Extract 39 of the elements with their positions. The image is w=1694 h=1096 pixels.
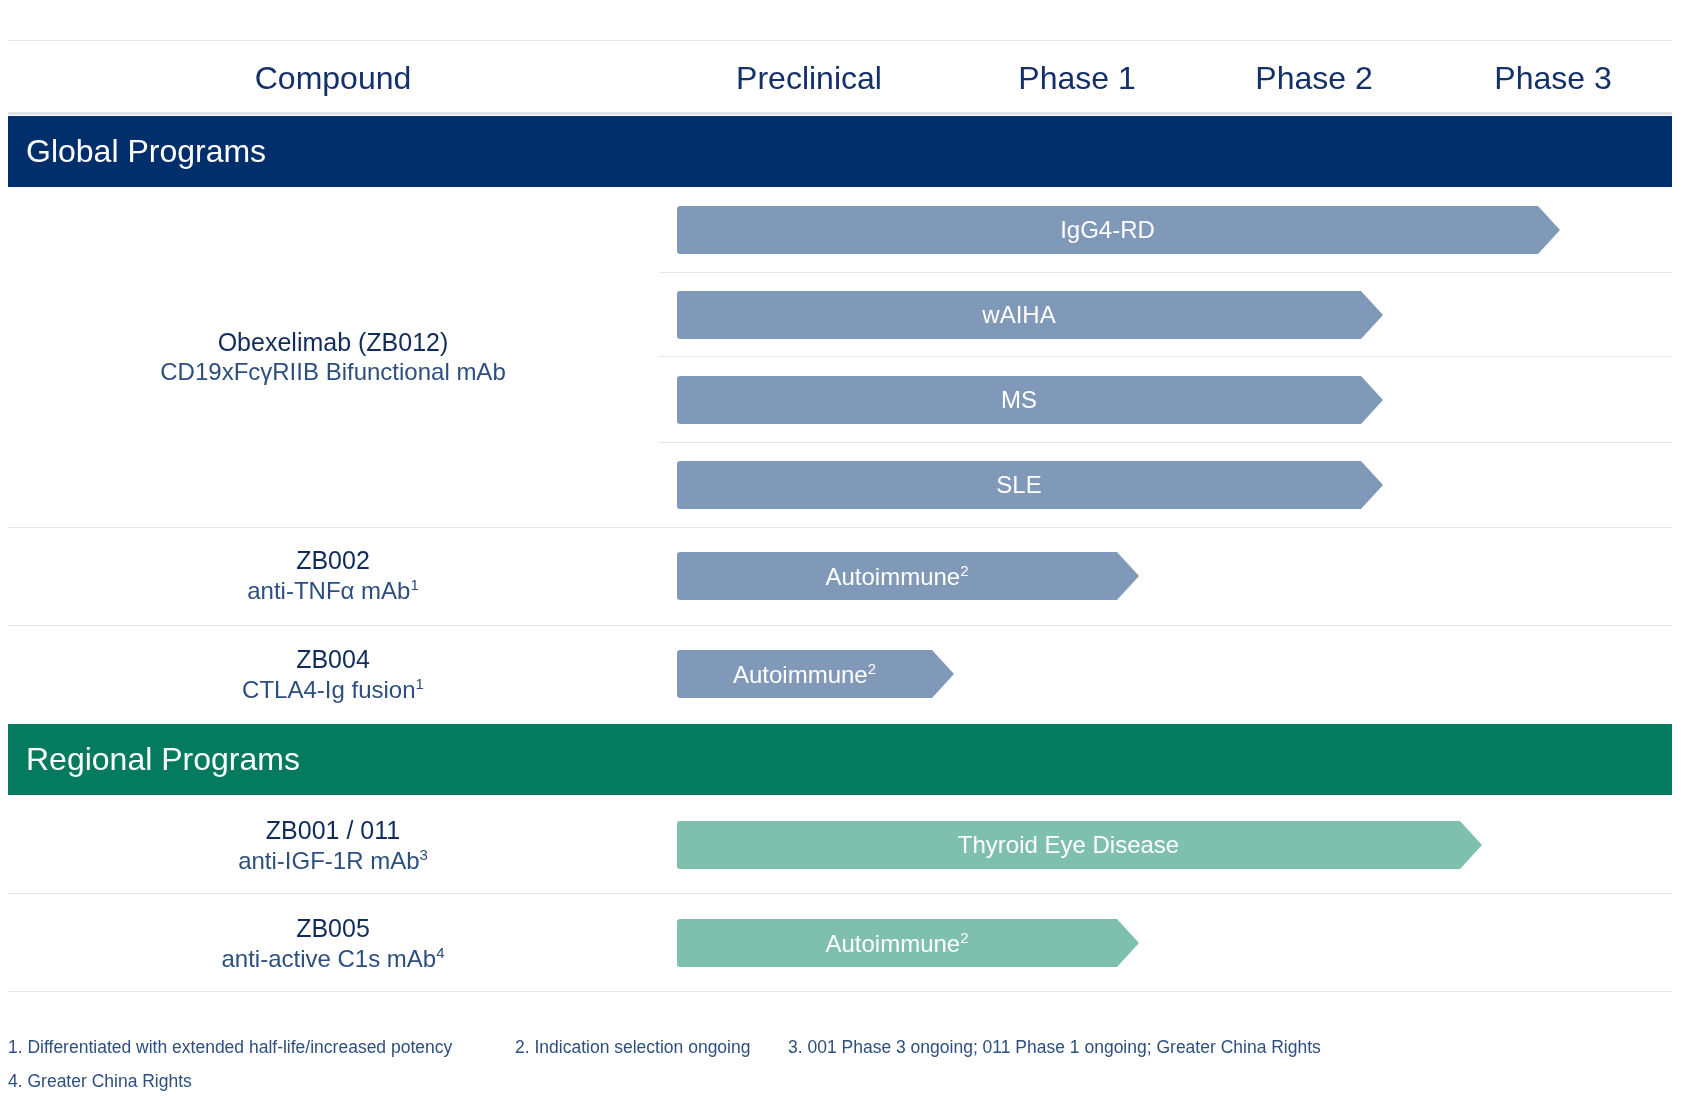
phase-arrow-bar <box>677 821 1482 869</box>
compound-description: anti-IGF-1R mAb$^{3}$ <box>238 846 428 875</box>
column-header: Phase 1 <box>1018 60 1136 97</box>
column-header: Compound <box>254 60 412 97</box>
indication-label: Autoimmune$^{2}$ <box>825 561 969 591</box>
phase-arrow-bar <box>677 552 1139 600</box>
indication-label: SLE <box>996 471 1042 499</box>
indication-label: MS <box>1001 386 1037 414</box>
column-header: Phase 3 <box>1494 60 1612 97</box>
phase-arrow-bar <box>677 919 1139 967</box>
phase-arrow-bar <box>677 206 1560 254</box>
footnote: 3. 001 Phase 3 ongoing; 011 Phase 1 ongoing; Greater China Rights <box>788 1037 1321 1058</box>
indication-label: IgG4-RD <box>1060 216 1155 244</box>
compound-description: CD19xFcγRIIB Bifunctional mAb <box>160 358 506 386</box>
section-band <box>8 116 1672 187</box>
footnote: 2. Indication selection ongoing <box>515 1037 751 1058</box>
section-title: Regional Programs <box>26 741 300 778</box>
phase-arrow-bar <box>677 650 954 698</box>
footnote: 1. Differentiated with extended half-life/increased potency <box>8 1037 453 1058</box>
compound-description: CTLA4-Ig fusion$^{1}$ <box>242 675 424 704</box>
compound-name: ZB005 <box>296 914 370 943</box>
indication-label: wAIHA <box>982 301 1056 329</box>
indication-label: Thyroid Eye Disease <box>957 831 1180 859</box>
indication-label: Autoimmune$^{2}$ <box>732 659 877 689</box>
phase-arrow-bar <box>677 376 1383 424</box>
phase-arrow-bar <box>677 291 1383 339</box>
phase-arrow-bar <box>677 461 1383 509</box>
footnote: 4. Greater China Rights <box>8 1071 192 1092</box>
column-header: Preclinical <box>736 60 882 97</box>
section-band <box>8 724 1672 795</box>
compound-description: anti-active C1s mAb$^{4}$ <box>221 944 445 973</box>
section-title: Global Programs <box>26 133 267 170</box>
compound-name: ZB002 <box>296 546 370 575</box>
indication-label: Autoimmune$^{2}$ <box>825 928 969 958</box>
compound-name: ZB004 <box>296 645 370 674</box>
compound-description: anti-TNFα mAb$^{1}$ <box>247 576 419 605</box>
column-header: Phase 2 <box>1255 60 1373 97</box>
compound-name: ZB001 / 011 <box>265 816 401 845</box>
compound-name: Obexelimab (ZB012) <box>217 328 449 357</box>
